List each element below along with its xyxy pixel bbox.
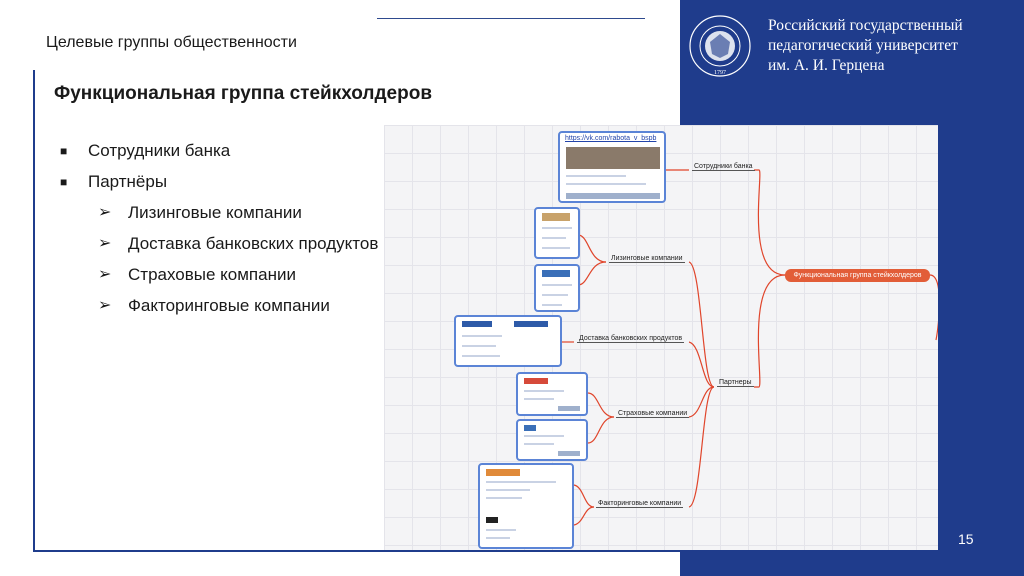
arrow-bullet-icon: ➢ — [98, 264, 111, 286]
list-item-label: Факторинговые компании — [128, 296, 330, 315]
section-title: Целевые группы общественности — [46, 34, 297, 52]
card-text-line — [542, 294, 568, 296]
list-item: ■ Сотрудники банка — [60, 140, 390, 162]
list-item: ➢ Страховые компании — [60, 264, 390, 286]
card-text-line — [524, 390, 564, 392]
mindmap-card-factoring — [478, 463, 574, 549]
card-logo — [524, 425, 536, 431]
university-name-line: им. А. И. Герцена — [768, 56, 963, 76]
university-name: Российский государственный педагогически… — [768, 16, 963, 76]
card-text-line — [462, 355, 500, 357]
list-item-label: Доставка банковских продуктов — [128, 234, 378, 253]
card-text-line — [486, 489, 530, 491]
card-text-line — [524, 435, 564, 437]
card-logo — [514, 321, 548, 327]
card-text-line — [566, 175, 626, 177]
arrow-bullet-icon: ➢ — [98, 202, 111, 224]
card-text-line — [542, 237, 566, 239]
list-item-label: Лизинговые компании — [128, 203, 302, 222]
university-seal-icon: 1797 — [688, 14, 752, 78]
mindmap-card-vk: https://vk.com/rabota_v_bspb — [558, 131, 666, 203]
university-name-line: педагогический университет — [768, 36, 963, 56]
card-button — [558, 451, 580, 456]
mindmap-card-delivery — [454, 315, 562, 367]
list-item: ➢ Доставка банковских продуктов — [60, 233, 390, 255]
mindmap-node-factoring: Факторинговые компании — [596, 500, 683, 508]
card-button — [558, 406, 580, 411]
seal-year: 1797 — [714, 70, 726, 76]
card-text-line — [566, 183, 646, 185]
card-image — [566, 147, 660, 169]
card-logo — [462, 321, 492, 327]
card-logo — [486, 517, 498, 523]
page-number: 15 — [958, 531, 974, 547]
bullet-icon: ■ — [60, 171, 67, 193]
card-text-line — [524, 443, 554, 445]
university-name-line: Российский государственный — [768, 16, 963, 36]
card-text-line — [486, 481, 556, 483]
arrow-bullet-icon: ➢ — [98, 295, 111, 317]
mindmap-card-leasing-1 — [534, 207, 580, 259]
card-text-line — [542, 247, 570, 249]
card-logo — [524, 378, 548, 384]
card-text-line — [486, 497, 522, 499]
list-item-label: Страховые компании — [128, 265, 296, 284]
list-item: ➢ Лизинговые компании — [60, 202, 390, 224]
mindmap-card-insurance-2 — [516, 419, 588, 461]
card-link: https://vk.com/rabota_v_bspb — [565, 135, 656, 142]
mindmap-screenshot: Функциональная группа стейкхолдеров Сотр… — [384, 125, 938, 550]
card-text-line — [524, 398, 554, 400]
card-text-line — [486, 529, 516, 531]
card-text-line — [462, 345, 496, 347]
slide-title: Функциональная группа стейкхолдеров — [54, 83, 432, 105]
list-item: ➢ Факторинговые компании — [60, 295, 390, 317]
list-item-label: Партнёры — [88, 172, 167, 191]
top-divider — [377, 18, 645, 19]
card-image — [566, 193, 660, 199]
card-text-line — [542, 304, 562, 306]
card-text-line — [542, 227, 572, 229]
list-item-label: Сотрудники банка — [88, 141, 230, 160]
card-text-line — [542, 284, 572, 286]
arrow-bullet-icon: ➢ — [98, 233, 111, 255]
card-text-line — [486, 537, 510, 539]
stakeholder-list: ■ Сотрудники банка ■ Партнёры ➢ Лизинговые … — [60, 140, 390, 326]
card-logo — [542, 213, 570, 221]
mindmap-card-insurance-1 — [516, 372, 588, 416]
mindmap-node-leasing: Лизинговые компании — [609, 255, 685, 263]
mindmap-node-delivery: Доставка банковских продуктов — [577, 335, 684, 343]
card-logo — [542, 270, 570, 277]
card-logo — [486, 469, 520, 476]
mindmap-root-node: Функциональная группа стейкхолдеров — [785, 269, 930, 282]
mindmap-node-employees: Сотрудники банка — [692, 163, 755, 171]
mindmap-card-leasing-2 — [534, 264, 580, 312]
bullet-icon: ■ — [60, 140, 67, 162]
mindmap-node-partners: Партнеры — [717, 379, 754, 387]
card-text-line — [462, 335, 502, 337]
list-item: ■ Партнёры — [60, 171, 390, 193]
mindmap-node-insurance: Страховые компании — [616, 410, 689, 418]
